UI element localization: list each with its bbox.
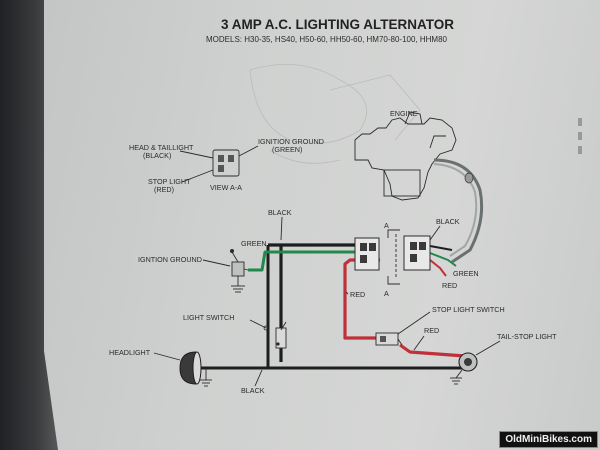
black-wire-label-top: BLACK [268,208,292,217]
red-wire-label-lower: RED [424,326,439,335]
ignition-ground-top-color: (GREEN) [272,145,302,154]
light-switch-label: LIGHT SWITCH [183,313,234,322]
stop-light-color: (RED) [154,185,174,194]
red-wire-lower [399,343,466,358]
tail-stop-light [450,352,478,385]
stop-light-switch [375,332,403,346]
diagram-title: 3 AMP A.C. LIGHTING ALTERNATOR [221,17,454,32]
green-wire-label: GREEN [241,239,267,248]
manual-page [44,0,600,450]
page-edge-marks [578,118,582,154]
bleed-through-sketch [249,64,421,164]
view-aa-label: VIEW A-A [210,183,242,192]
harness-green [429,252,457,267]
harness-black [429,245,453,251]
tail-stop-light-label: TAIL-STOP LIGHT [497,332,557,341]
harness-red-label: RED [442,281,457,290]
section-a-top: A [384,221,389,230]
green-wire [248,250,355,272]
red-wire-label-mid: RED [350,290,365,299]
harness-red [429,259,447,277]
watermark: OldMiniBikes.com [499,431,598,448]
red-wire-upper [343,258,380,340]
connector-a-left [354,237,380,271]
stop-light-label: STOP LIGHT [148,177,191,186]
section-a-bottom: A [384,289,389,298]
stop-light-switch-label: STOP LIGHT SWITCH [432,305,505,314]
head-taillight-label: HEAD & TAILLIGHT [129,143,194,152]
ignition-ground-left-label: IGNTION GROUND [138,255,202,264]
headlight [179,351,212,387]
ignition-ground-top-label: IGNITION GROUND [258,137,324,146]
models-line: MODELS: H30-35, HS40, H50-60, HH50-60, H… [206,35,448,44]
connector-a-right [387,229,431,285]
black-wire-label-bottom: BLACK [241,386,265,395]
light-switch [275,321,287,349]
engine-drawing [354,111,484,264]
harness-black-label: BLACK [436,217,460,226]
head-taillight-color: (BLACK) [143,151,171,160]
engine-label: ENGINE [390,109,418,118]
headlight-label: HEADLIGHT [109,348,151,357]
harness-green-label: GREEN [453,269,479,278]
view-aa-connector [179,145,259,183]
ignition-ground-switch [230,249,249,293]
